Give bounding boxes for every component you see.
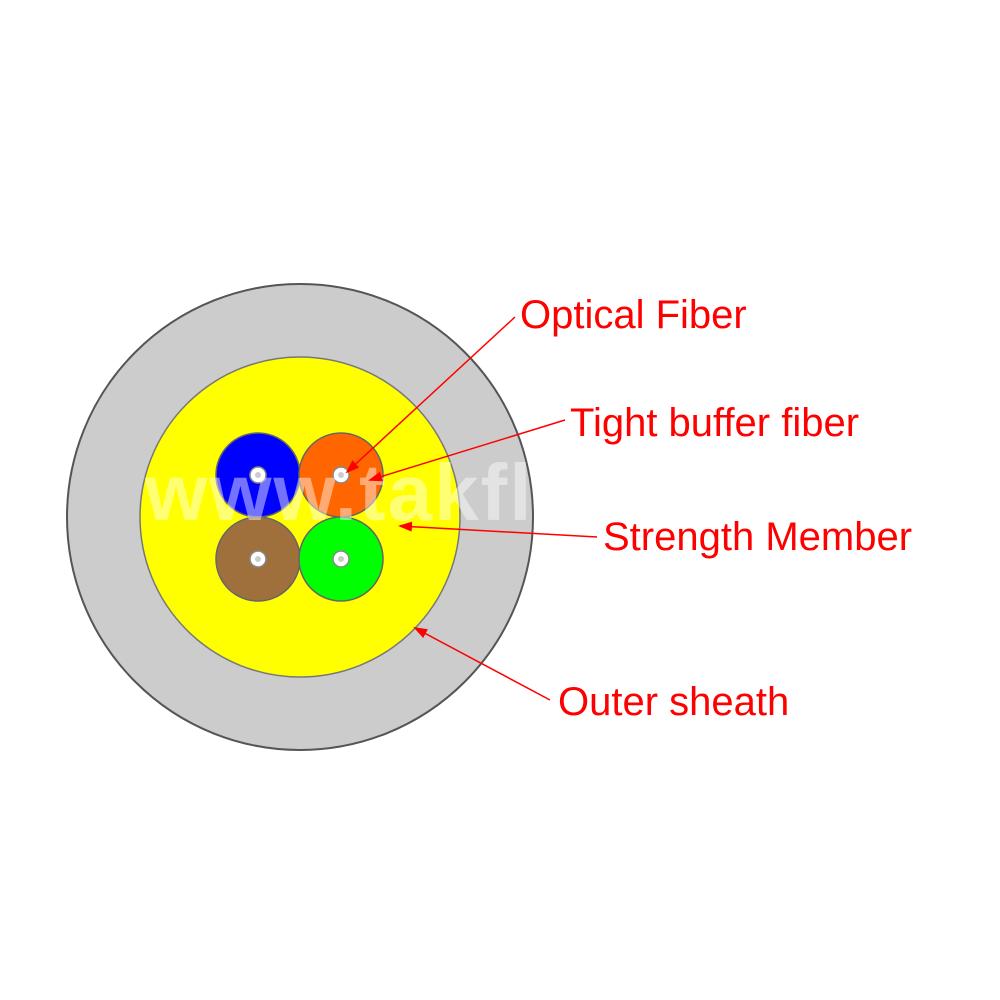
tight-buffer-fiber-blue [215,432,301,518]
tight-buffer-fiber-label: Tight buffer fiber [570,401,859,445]
strength-member-label: Strength Member [603,515,912,559]
watermark: www.takfly.com [144,448,769,537]
optical-fiber-leader-line [345,316,516,474]
outer-sheath-label: Outer sheath [558,680,789,724]
strength-member [139,356,461,678]
outer-sheath-leader-line [413,627,551,701]
tight-buffer-fiber-green [298,516,384,602]
optical-fiber-label: Optical Fiber [520,293,747,337]
tight-buffer-fiber-brown [215,516,301,602]
strength-member-leader-line [398,521,598,538]
tight-buffer-leader-line [368,419,566,482]
